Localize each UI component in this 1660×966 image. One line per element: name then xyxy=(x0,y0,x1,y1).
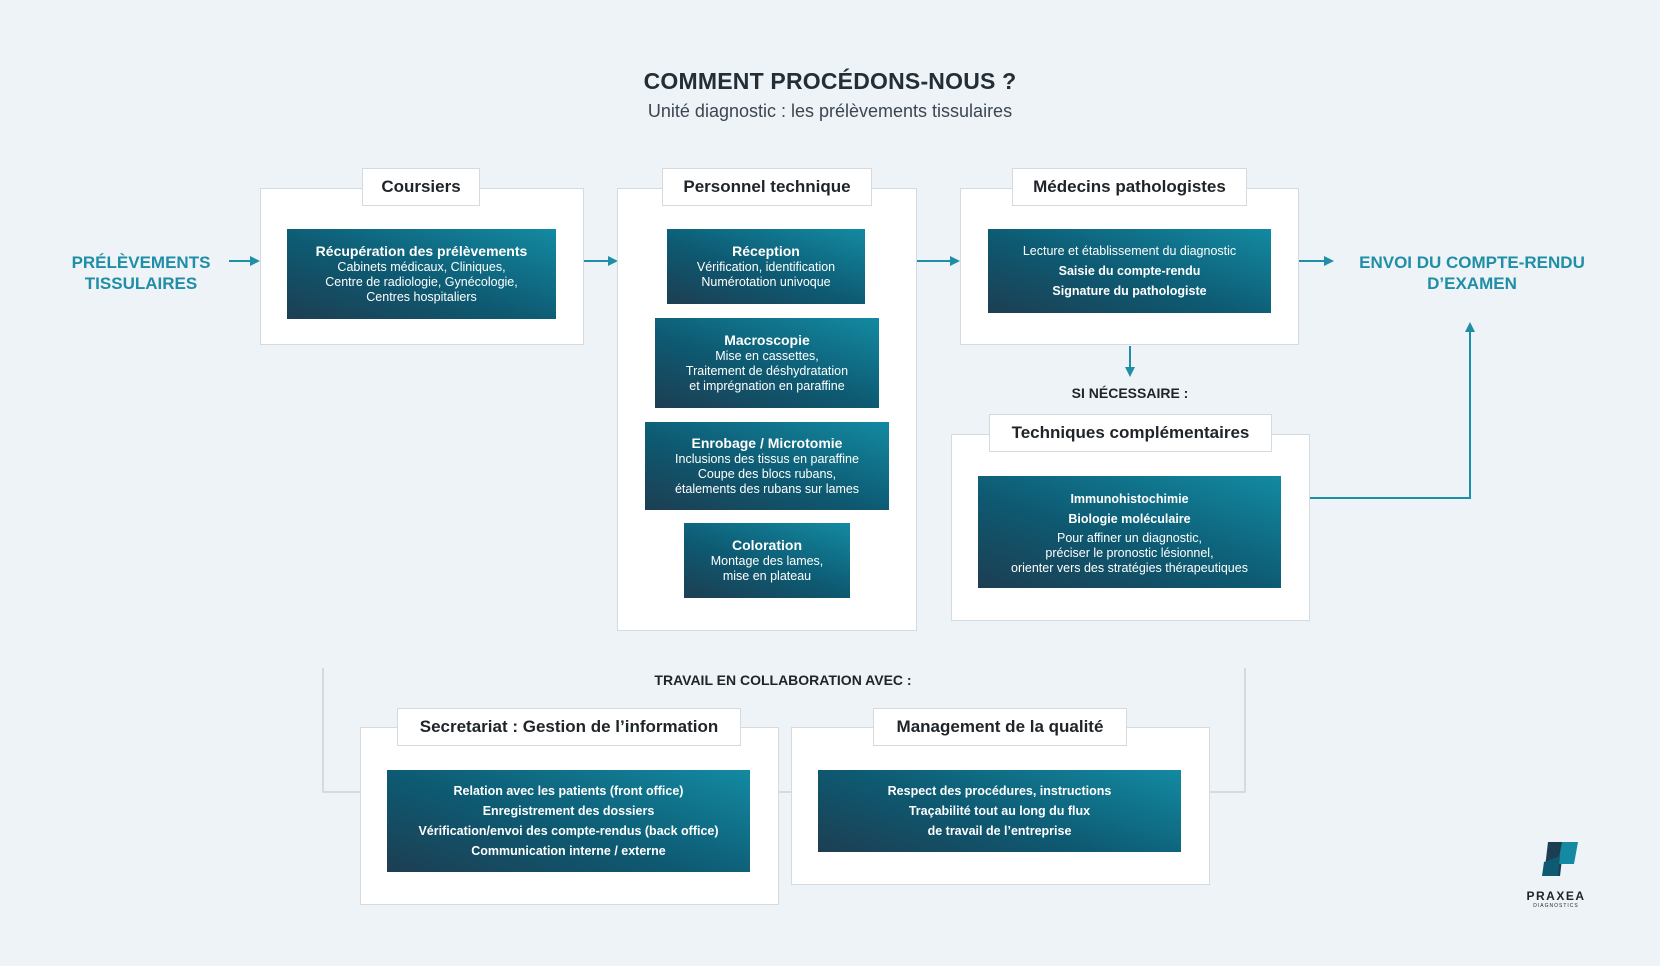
card-line: étalements des rubans sur lames xyxy=(674,482,860,496)
enrobage-card: Enrobage / Microtomie Inclusions des tis… xyxy=(645,422,889,510)
qualite-tab: Management de la qualité xyxy=(873,708,1127,746)
output-label: ENVOI DU COMPTE-RENDU D’EXAMEN xyxy=(1340,252,1604,294)
card-line: Coupe des blocs rubans, xyxy=(697,467,837,481)
pathologistes-tab: Médecins pathologistes xyxy=(1012,168,1247,206)
card-line: orienter vers des stratégies thérapeutiq… xyxy=(1011,560,1248,575)
complementaires-tab: Techniques complémentaires xyxy=(989,414,1272,452)
reception-card: Réception Vérification, identification N… xyxy=(667,229,865,304)
technique-tab: Personnel technique xyxy=(662,168,872,206)
card-line: et imprégnation en paraffine xyxy=(689,379,845,393)
output-label-line: ENVOI DU COMPTE-RENDU xyxy=(1359,253,1585,272)
card-line: préciser le pronostic lésionnel, xyxy=(1045,545,1214,560)
card-heading: Réception xyxy=(732,243,800,259)
card-item: Communication interne / externe xyxy=(471,844,666,858)
card-item: de travail de l’entreprise xyxy=(927,824,1072,838)
card-heading: Récupération des prélèvements xyxy=(315,243,528,259)
card-line: Centres hospitaliers xyxy=(366,290,477,304)
card-item: Lecture et établissement du diagnostic xyxy=(1022,244,1237,258)
card-line: Inclusions des tissus en paraffine xyxy=(675,452,859,466)
card-item: Saisie du compte-rendu xyxy=(1058,264,1201,278)
card-line: Pour affiner un diagnostic, xyxy=(1056,530,1202,545)
card-item: Relation avec les patients (front office… xyxy=(453,784,684,798)
card-item: Biologie moléculaire xyxy=(1068,511,1191,526)
input-label-line: TISSULAIRES xyxy=(84,274,198,293)
card-item: Respect des procédures, instructions xyxy=(887,784,1112,798)
praxea-logo-icon xyxy=(1542,842,1578,876)
qualite-card: Respect des procédures, instructions Tra… xyxy=(818,770,1181,852)
card-line: Numérotation univoque xyxy=(701,275,831,289)
card-item: Immunohistochimie xyxy=(1070,491,1189,506)
secretariat-card: Relation avec les patients (front office… xyxy=(387,770,750,872)
card-heading: Macroscopie xyxy=(724,332,810,348)
collab-bracket xyxy=(1208,668,1246,793)
card-line: Vérification, identification xyxy=(696,260,836,274)
coursiers-card: Récupération des prélèvements Cabinets m… xyxy=(287,229,556,319)
card-line: mise en plateau xyxy=(722,569,812,583)
logo-tagline: DIAGNOSTICS xyxy=(1533,903,1579,909)
coursiers-tab: Coursiers xyxy=(362,168,480,206)
arrow-complementaires-output xyxy=(1309,322,1475,499)
collab-label: TRAVAIL EN COLLABORATION AVEC : xyxy=(654,672,912,688)
pathologistes-card: Lecture et établissement du diagnostic S… xyxy=(988,229,1271,313)
card-heading: Enrobage / Microtomie xyxy=(691,435,843,451)
page-title: COMMENT PROCÉDONS-NOUS ? xyxy=(643,68,1017,94)
page-subtitle: Unité diagnostic : les prélèvements tiss… xyxy=(647,101,1013,121)
macroscopie-card: Macroscopie Mise en cassettes, Traitemen… xyxy=(655,318,879,408)
input-label: PRÉLÈVEMENTS TISSULAIRES xyxy=(55,252,227,294)
praxea-logo: PRAXEA DIAGNOSTICS xyxy=(1512,836,1600,910)
input-label-line: PRÉLÈVEMENTS xyxy=(71,253,211,272)
if-needed-label: SI NÉCESSAIRE : xyxy=(1071,385,1189,401)
secretariat-tab: Secretariat : Gestion de l’information xyxy=(397,708,741,746)
complementaires-card: Immunohistochimie Biologie moléculaire P… xyxy=(978,476,1281,588)
card-item: Signature du pathologiste xyxy=(1052,284,1207,298)
output-label-line: D’EXAMEN xyxy=(1427,274,1517,293)
card-line: Montage des lames, xyxy=(710,554,824,568)
card-line: Centre de radiologie, Gynécologie, xyxy=(325,275,518,289)
coloration-card: Coloration Montage des lames, mise en pl… xyxy=(684,523,850,598)
card-item: Vérification/envoi des compte-rendus (ba… xyxy=(418,824,719,838)
card-line: Cabinets médicaux, Cliniques, xyxy=(337,260,506,274)
collab-bracket xyxy=(322,668,360,793)
card-item: Enregistrement des dossiers xyxy=(482,804,655,818)
card-line: Mise en cassettes, xyxy=(715,349,819,363)
card-line: Traitement de déshydratation xyxy=(685,364,849,378)
card-heading: Coloration xyxy=(732,537,802,553)
card-item: Traçabilité tout au long du flux xyxy=(908,804,1091,818)
logo-name: PRAXEA xyxy=(1526,889,1586,903)
